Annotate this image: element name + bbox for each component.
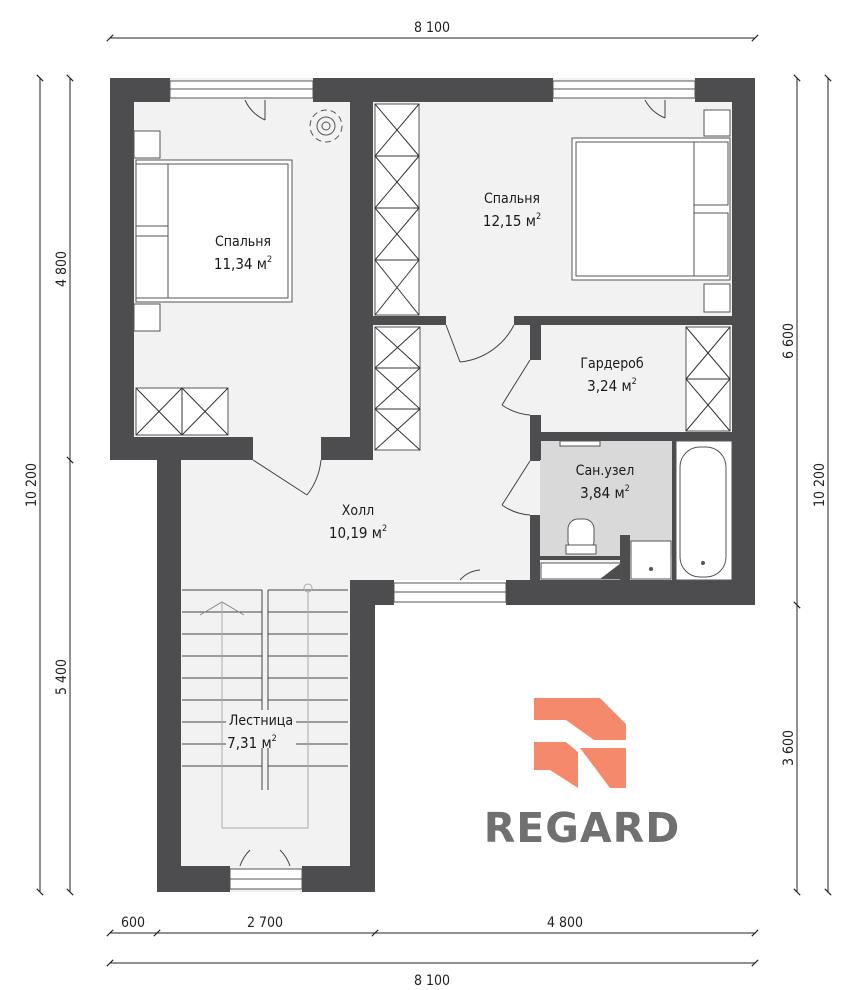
door-entrance bbox=[239, 849, 291, 867]
room-labels: Спальня 11,34 м2 Спальня 12,15 м2 Гардер… bbox=[214, 191, 644, 752]
door-bathroom bbox=[501, 460, 531, 516]
furniture bbox=[133, 103, 733, 581]
bed-right bbox=[571, 109, 731, 313]
dimension-labels: 8 100 8 100 600 2 700 4 800 4 800 5 400 … bbox=[24, 20, 828, 989]
bed-left bbox=[133, 130, 293, 332]
bath-niche bbox=[540, 562, 622, 580]
dim-bottom-left: 600 bbox=[121, 915, 145, 931]
bathroom-floor bbox=[540, 441, 672, 556]
room-name: Спальня bbox=[484, 191, 540, 207]
room-name: Холл bbox=[342, 503, 374, 519]
dim-bottom-middle: 2 700 bbox=[247, 915, 283, 931]
plant-icon bbox=[309, 109, 343, 143]
room-wardrobe: Гардероб 3,24 м2 bbox=[580, 356, 644, 395]
dimension-lines bbox=[36, 34, 832, 967]
room-name: Гардероб bbox=[580, 356, 644, 372]
dim-bottom-right: 4 800 bbox=[547, 915, 583, 931]
room-name: Спальня bbox=[215, 234, 271, 250]
windows bbox=[169, 80, 696, 890]
room-area: 12,15 м2 bbox=[483, 212, 541, 230]
room-name: Лестница bbox=[229, 713, 293, 729]
dim-left-upper: 4 800 bbox=[54, 251, 70, 287]
room-bedroom-right: Спальня 12,15 м2 bbox=[483, 191, 541, 230]
wardrobe-bedroom-left bbox=[135, 387, 229, 436]
door-balcony-left bbox=[244, 99, 266, 121]
door-bedroom-right bbox=[445, 324, 515, 363]
door-balcony-right bbox=[644, 99, 666, 119]
dim-right-upper: 6 600 bbox=[781, 323, 797, 359]
room-bedroom-left: Спальня 11,34 м2 bbox=[214, 234, 272, 273]
dim-right-lower: 3 600 bbox=[781, 730, 797, 766]
sink bbox=[630, 540, 672, 580]
logo-mark-icon bbox=[534, 698, 626, 788]
window-bedroom-left bbox=[169, 80, 314, 99]
window-hall bbox=[393, 582, 507, 603]
door-wardrobe bbox=[501, 359, 531, 416]
toilet bbox=[565, 518, 597, 555]
room-hall: Холл 10,19 м2 bbox=[329, 503, 387, 542]
room-stairs: Лестница 7,31 м2 bbox=[226, 710, 296, 752]
shelves-wardrobe bbox=[685, 326, 731, 432]
room-area: 3,24 м2 bbox=[587, 377, 637, 395]
towel-rail bbox=[559, 440, 601, 447]
window-stairs bbox=[229, 868, 303, 890]
room-bathroom: Сан.узел 3,84 м2 bbox=[576, 463, 635, 502]
room-area: 7,31 м2 bbox=[227, 734, 277, 752]
walls bbox=[110, 78, 755, 892]
dim-left-total: 10 200 bbox=[24, 463, 40, 507]
dim-top-total: 8 100 bbox=[414, 20, 450, 36]
doors bbox=[239, 99, 666, 867]
room-name: Сан.узел bbox=[576, 463, 635, 479]
window-bedroom-right bbox=[552, 80, 696, 99]
door-bedroom-left bbox=[252, 459, 322, 496]
door-window-hall bbox=[459, 569, 481, 581]
dim-bottom-total: 8 100 bbox=[414, 973, 450, 989]
regard-logo: REGARD bbox=[484, 698, 681, 852]
room-area: 3,84 м2 bbox=[580, 484, 630, 502]
bathtub bbox=[675, 440, 733, 581]
room-area: 11,34 м2 bbox=[214, 255, 272, 273]
wardrobe-bedroom-right bbox=[374, 103, 420, 316]
dim-right-total: 10 200 bbox=[812, 463, 828, 507]
wardrobe-hall bbox=[374, 326, 421, 451]
room-area: 10,19 м2 bbox=[329, 524, 387, 542]
logo-text: REGARD bbox=[484, 804, 681, 852]
dim-left-lower: 5 400 bbox=[54, 659, 70, 695]
